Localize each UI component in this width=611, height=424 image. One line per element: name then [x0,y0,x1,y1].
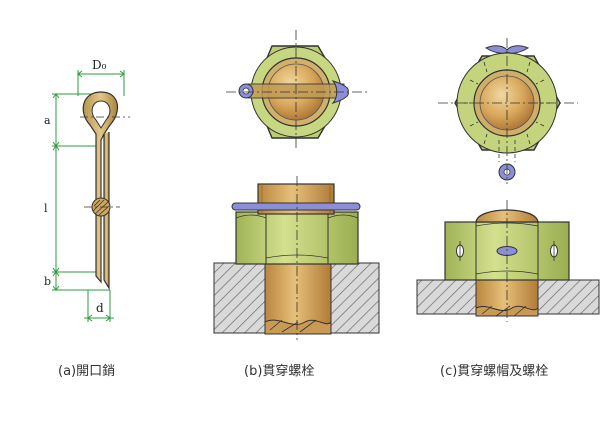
castle-nut-top-view [438,38,578,184]
cotter-pin-dimensions [52,70,125,322]
through-bolt-top-view [226,30,368,150]
dim-label-b: b [44,275,51,288]
caption-through-bolt: (b)貫穿螺栓 [244,364,315,379]
caption-through-nut-and-bolt: (c)貫穿螺帽及螺栓 [440,364,549,379]
dim-label-d: d [96,301,104,315]
cotter-pin-figure: D₀ a l b d [44,58,130,322]
dim-label-l: l [44,202,48,215]
cotter-pin-side-b [231,202,361,211]
caption-cotter-pin: (a)開口銷 [58,364,116,379]
dim-label-d0: D₀ [92,58,107,72]
cotter-pin [80,91,130,291]
castle-nut-side-view [416,200,600,322]
cotter-pin-head-c [484,45,530,54]
through-bolt-side-view [213,176,380,340]
dim-label-a: a [44,114,51,127]
